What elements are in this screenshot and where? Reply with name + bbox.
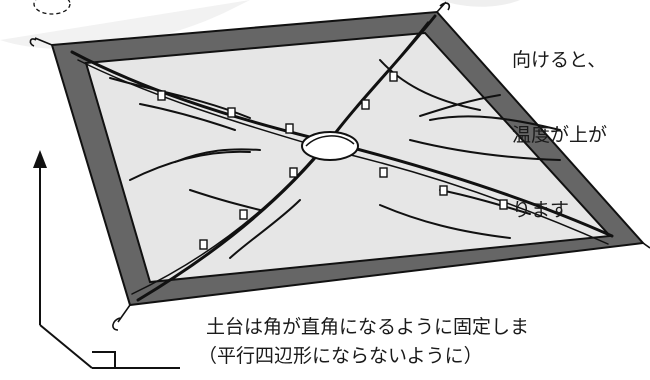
note-line-1: 向けると、	[512, 49, 607, 71]
note-line-3: ります	[512, 199, 570, 221]
pole-hub	[301, 131, 359, 161]
tent-fabric-wrinkles	[109, 59, 561, 259]
perspective-guide	[33, 150, 180, 369]
pole-clips	[157, 71, 508, 250]
note-line-2: 温度が上が	[512, 124, 608, 146]
caption-line-1: 土台は角が直角になるように固定しま	[206, 316, 530, 338]
top-right-note: 向けると、 温度が上が ります	[512, 0, 607, 248]
caption-line-2: （平行四辺形にならないように）	[198, 345, 483, 367]
speech-bubble-remnant	[0, 0, 520, 49]
corner-straps	[29, 1, 650, 331]
